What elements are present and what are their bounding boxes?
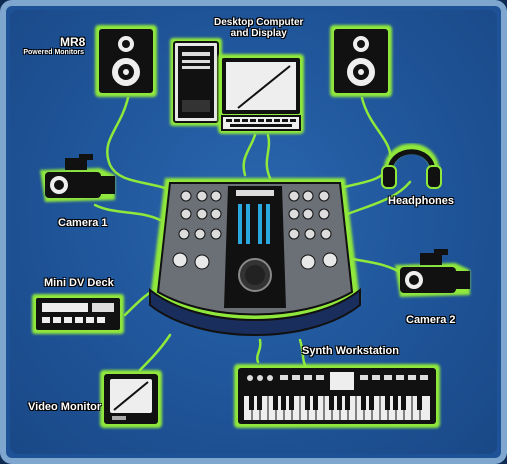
crt-monitor-icon bbox=[100, 370, 162, 428]
label-mr8-subtitle: Powered Monitors bbox=[23, 48, 85, 56]
left-speaker bbox=[95, 25, 157, 97]
label-mr8-title: MR8 bbox=[60, 35, 86, 49]
right-speaker bbox=[330, 25, 392, 97]
label-desktop: Desktop Computer and Display bbox=[214, 17, 304, 39]
label-camera1: Camera 1 bbox=[58, 217, 108, 229]
mixer-console-icon bbox=[149, 178, 361, 336]
label-desktop-line2: and Display bbox=[230, 27, 287, 39]
cable-video-monitor bbox=[138, 333, 172, 372]
video-camera-icon bbox=[395, 249, 470, 297]
cable-synth-2 bbox=[256, 338, 262, 364]
cable-headphones bbox=[343, 180, 412, 217]
cable-left-speaker bbox=[106, 96, 177, 194]
label-video-monitor: Video Monitor bbox=[28, 401, 102, 413]
dv-deck-icon bbox=[32, 294, 124, 334]
cable-camera1 bbox=[93, 203, 162, 222]
label-synth: Synth Workstation bbox=[302, 345, 399, 357]
label-mini-dv: Mini DV Deck bbox=[44, 277, 114, 289]
headphones-icon bbox=[381, 143, 442, 189]
cable-computer bbox=[242, 133, 257, 177]
label-camera2: Camera 2 bbox=[406, 314, 456, 326]
label-desktop-line1: Desktop Computer bbox=[214, 17, 304, 28]
synth-keyboard-icon bbox=[234, 364, 440, 428]
video-camera-icon bbox=[40, 154, 115, 202]
cable-computer-2 bbox=[265, 133, 272, 180]
display-icon bbox=[218, 54, 304, 134]
label-mr8: MR8 Powered Monitors bbox=[23, 35, 86, 56]
label-headphones: Headphones bbox=[388, 195, 455, 207]
computer-tower-icon bbox=[170, 38, 222, 126]
